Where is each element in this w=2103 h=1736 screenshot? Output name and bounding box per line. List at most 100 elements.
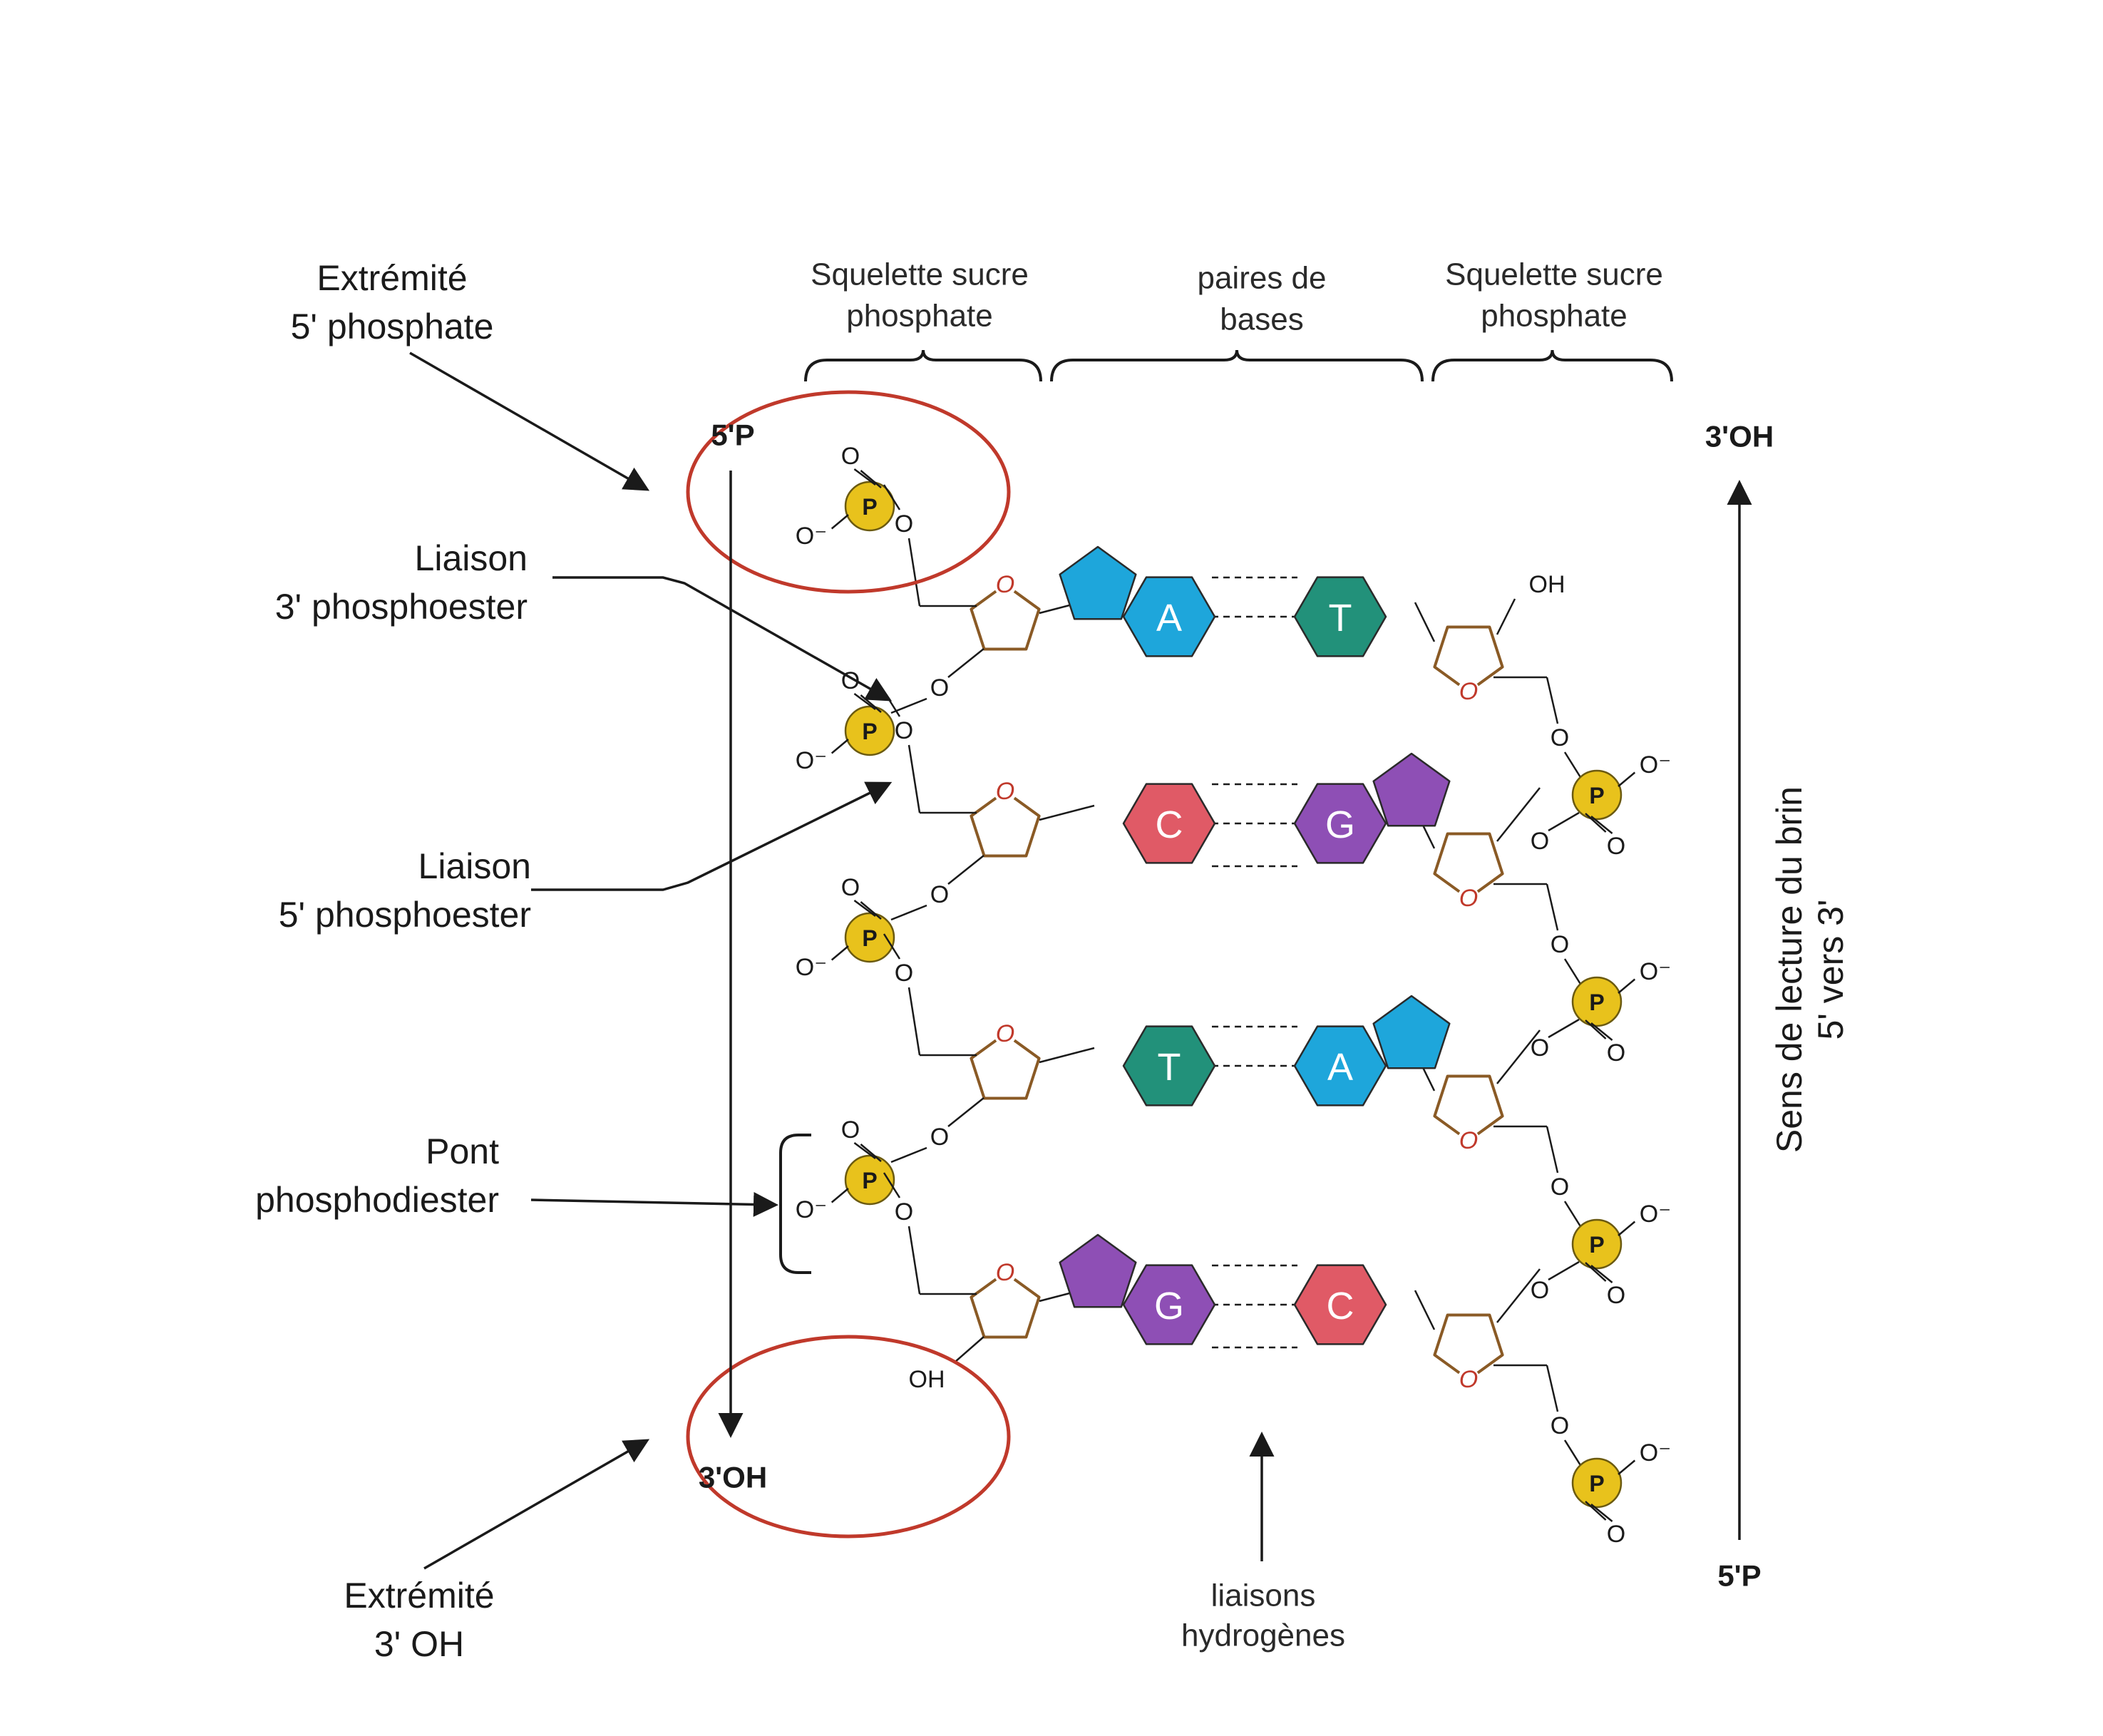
deoxyribose-sugar: O xyxy=(970,571,1041,651)
double-bond xyxy=(853,468,876,486)
o-p-bond xyxy=(1563,751,1584,781)
base-letter-c: C xyxy=(1327,1285,1354,1327)
ring-oxygen-gap xyxy=(994,1261,1017,1284)
brace-backbone-right xyxy=(1431,349,1673,382)
single-bond xyxy=(831,945,849,961)
phosphate-circle xyxy=(844,912,895,963)
phosphorus-label: P xyxy=(1589,783,1604,808)
double-bond xyxy=(1590,1022,1613,1041)
arrow-5p-phosphoester xyxy=(531,781,893,891)
c5-o-bond xyxy=(907,538,921,607)
oxygen-label: O xyxy=(841,874,860,901)
ring-oxygen-label: O xyxy=(1459,678,1478,705)
terminal-hydroxyl: OH xyxy=(1529,571,1565,598)
phosphorus-label: P xyxy=(862,925,877,951)
header-backbone-left: phosphate xyxy=(846,299,993,334)
phosphate-circle xyxy=(1571,1218,1623,1270)
nucleobase-a: A xyxy=(1059,545,1216,657)
base-hexagon xyxy=(1122,783,1216,864)
phosphorus-label: P xyxy=(1589,1232,1604,1258)
ring-oxygen-label: O xyxy=(1459,1127,1478,1154)
phosphate-circle xyxy=(1571,976,1623,1027)
p-o-bond xyxy=(1548,1018,1580,1039)
label-5p-phosphoester: Liaison xyxy=(418,846,531,886)
single-bond xyxy=(1618,1221,1636,1236)
nucleobase-c: C xyxy=(1122,783,1216,864)
base-hexagon xyxy=(1122,1264,1216,1345)
ester-oxygen: O xyxy=(895,510,913,538)
single-bond xyxy=(1618,978,1636,994)
c3-bond xyxy=(947,648,984,678)
header-backbone-left: Squelette sucre xyxy=(811,257,1029,292)
phosphorus-label: P xyxy=(1589,990,1604,1015)
sugar-ring xyxy=(1433,1074,1504,1142)
ester-oxygen: O xyxy=(1551,1412,1569,1439)
c3-bond xyxy=(955,1336,984,1362)
p-o-bond xyxy=(883,1172,901,1198)
label-5p-phosphate-end: 5' phosphate xyxy=(291,307,494,346)
strand-end-left-bottom: 3'OH xyxy=(699,1461,767,1494)
nucleobase-a: A xyxy=(1293,995,1451,1106)
ring-oxygen-gap xyxy=(994,780,1017,803)
phosphate-group: POO⁻ xyxy=(796,667,895,774)
ring-oxygen-label: O xyxy=(996,571,1014,598)
purine-pentagon xyxy=(1059,545,1137,620)
phosphorus-label: P xyxy=(862,1168,877,1193)
phosphate-group: POO⁻ xyxy=(796,1116,895,1223)
brace-base-pairs xyxy=(1050,349,1424,382)
p-o-bond xyxy=(883,484,901,510)
ring-oxygen-label: O xyxy=(996,1259,1014,1286)
o-p-bond xyxy=(1563,1201,1584,1231)
phosphorus-label: P xyxy=(862,719,877,744)
double-bond xyxy=(1585,813,1607,833)
base-hexagon xyxy=(1293,783,1387,864)
ester-oxygen: O xyxy=(895,717,913,744)
double-bond xyxy=(853,1141,876,1160)
double-bond xyxy=(1585,1019,1607,1039)
nucleobase-t: T xyxy=(1122,1025,1216,1106)
double-bond xyxy=(1590,816,1613,834)
header-backbone-right: phosphate xyxy=(1481,299,1628,334)
base-hexagon xyxy=(1122,1025,1216,1106)
label-5p-phosphate-end: Extrémité xyxy=(317,258,467,298)
double-bond xyxy=(1590,1504,1613,1522)
base-letter-t: T xyxy=(1329,597,1352,640)
highlight-5p-end xyxy=(686,390,1011,594)
label-3p-phosphoester: Liaison xyxy=(415,538,528,578)
single-bond xyxy=(831,514,849,530)
label-3oh-end: 3' OH xyxy=(374,1624,464,1664)
arrow-phosphodiester xyxy=(530,1191,778,1217)
phosphate-group: POO⁻ xyxy=(1571,1439,1671,1548)
c3-bond xyxy=(1496,787,1541,842)
label-hydrogen-bonds: hydrogènes xyxy=(1181,1618,1345,1653)
c5-o-bond xyxy=(1546,1365,1559,1412)
oxygen-label: O xyxy=(841,443,860,470)
glycosidic-bond xyxy=(1414,602,1436,642)
deoxyribose-sugar: O xyxy=(1433,1074,1504,1154)
sugar-ring xyxy=(970,1032,1041,1100)
base-letter-g: G xyxy=(1154,1285,1184,1327)
label-hydrogen-bonds: liaisons xyxy=(1211,1578,1316,1613)
c3-bond xyxy=(1496,1029,1541,1084)
phosphate-group: POO⁻ xyxy=(1571,958,1671,1067)
ester-oxygen: O xyxy=(895,1198,913,1226)
single-bond xyxy=(1618,1459,1636,1475)
o-p-bond xyxy=(890,697,927,714)
c5-o-bond xyxy=(907,1226,921,1295)
header-base-pairs: paires de xyxy=(1197,261,1326,296)
ester-oxygen: O xyxy=(1551,931,1569,958)
c3-bond xyxy=(1496,598,1516,635)
c3-bond xyxy=(1496,1268,1541,1323)
arrow-3oh-end xyxy=(423,1439,650,1570)
sugar-phosphate-backbone: POO⁻OOOPOO⁻OOOPOO⁻OOOPOO⁻OOOHOOHOPOO⁻OOO… xyxy=(796,443,1671,1548)
glycosidic-bond xyxy=(1414,1290,1436,1330)
base-letter-c: C xyxy=(1156,803,1183,846)
c5-o-bond xyxy=(1546,677,1559,724)
reading-direction-line2: 5' vers 3' xyxy=(1811,900,1851,1040)
base-letter-a: A xyxy=(1327,1046,1353,1089)
o-minus-label: O⁻ xyxy=(796,954,827,981)
sugar-ring xyxy=(970,790,1041,858)
p-o-bond xyxy=(1548,1260,1580,1281)
